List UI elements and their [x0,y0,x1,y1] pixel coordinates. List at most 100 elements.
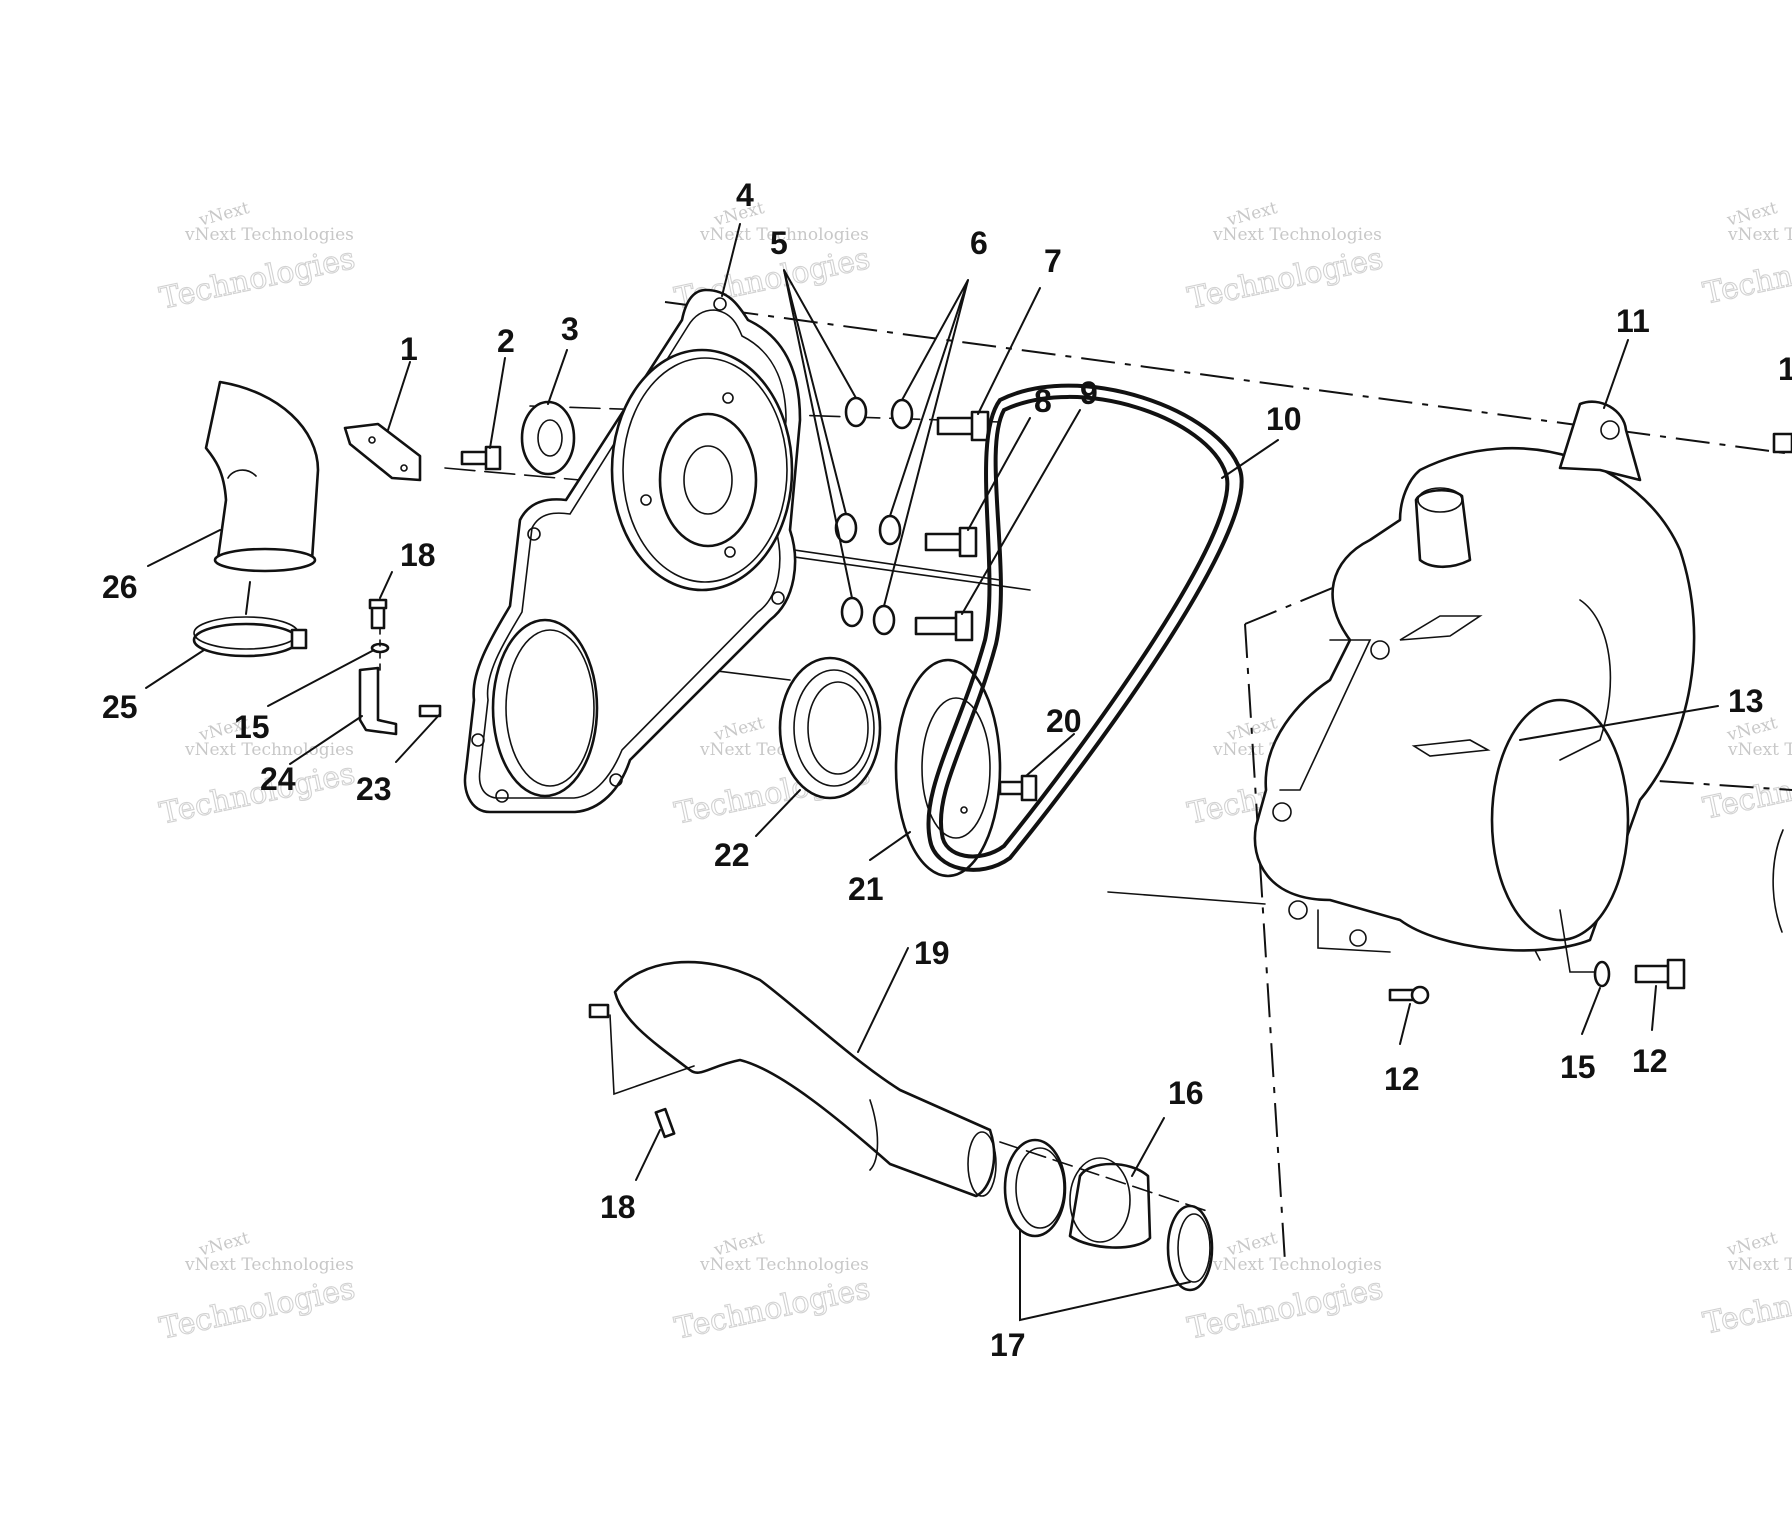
watermark-line3: Technologies [672,1271,873,1347]
watermark-line3: Technologies [157,241,358,317]
screw-12-left-head [1410,985,1430,1005]
leader-3 [547,349,568,405]
leader-7 [977,287,1041,415]
leader-15-left [267,649,375,707]
callout-16: 16 [1168,1075,1204,1111]
watermark-line3: Technologies [157,756,358,832]
leader-25b [245,581,251,615]
leader-6b [883,279,969,607]
leader-24 [289,715,363,765]
watermark-top-left: vNext vNext Technologies Technologies [156,198,359,317]
part-left-hardware [358,598,442,736]
seal-lip [793,669,875,787]
spacer-inner [537,419,563,457]
leader-23 [395,713,441,763]
inner-cover-bolt-hole [609,773,623,787]
inner-cover-hub-bore [683,445,733,515]
centerline-vertical [1244,623,1286,1263]
clamp-guide [999,1141,1211,1213]
lower-duct-body [613,960,996,1198]
watermark-line2: vNext Technologies [1212,1255,1382,1275]
leader-17 [1019,1229,1191,1322]
callout-17: 17 [990,1327,1026,1363]
watermark-line2: vNext Technologies [1212,225,1382,245]
inner-cover-bolt-hole [471,733,485,747]
inner-cover-bolt-hole [713,297,727,311]
leader-19 [857,947,909,1053]
watermark-edge-right-mid: vNext vNext Technologies Technologies [1700,713,1792,827]
outer-cover-bolt-hole [1370,640,1390,660]
leader-21 [869,831,911,861]
washer-15-right [1593,960,1611,988]
callout-18-lower: 18 [600,1189,636,1225]
callout-5: 5 [770,225,788,261]
outer-cover-bolt-hole [1288,900,1308,920]
callout-24: 24 [260,761,296,797]
callout-15-right: 15 [1560,1049,1596,1085]
part-spacer-3 [520,400,576,476]
screw-18-upper-head [368,598,388,610]
seal-outer [778,656,882,800]
washer-6-upper [890,398,914,430]
bracket-body [343,422,422,482]
inner-cover-lower-opening-rim [505,629,595,787]
inner-cover-lower-opening [491,618,599,798]
watermark-line3: Technologies [1185,241,1386,317]
watermark-line3: Technologies [157,1271,358,1347]
washer-5-lower [840,596,864,628]
watermark-line2: vNext Technologies [699,1255,869,1275]
inner-cover-bolt-hole [724,546,736,558]
watermark-bottom-center: vNext vNext Technologies Technologies [671,1228,874,1347]
lower-duct-outlet [967,1131,997,1197]
callout-10: 10 [1266,401,1302,437]
callout-13: 13 [1728,683,1764,719]
leader-15-right [1581,987,1601,1035]
leader-16 [1131,1117,1165,1177]
coupler-16-opening [1069,1157,1131,1243]
watermark-line2: vNext Technologies [184,1255,354,1275]
washer-5-upper [844,396,868,428]
callout-22: 22 [714,837,750,873]
part-intake-elbow [204,380,320,573]
intake-elbow-body [204,380,320,568]
part-outer-cover [1253,400,1784,973]
part-bracket [343,422,422,482]
watermark-line3: Technologies [1185,1271,1386,1347]
leader-22 [755,789,801,837]
part-bolts [914,410,990,642]
leader-11 [1603,339,1629,409]
outer-cover-frame-right [1559,599,1612,761]
callout-2: 2 [497,323,515,359]
inner-cover-bolt-hole [527,527,541,541]
lower-duct-tab [588,1003,610,1019]
part-lower-clamps [999,1138,1214,1292]
callout-11-edge: 1 [1778,351,1792,387]
outer-cover-vent-slot [1399,615,1483,641]
leader-13 [1519,705,1719,741]
leader-12-left [1399,1003,1411,1045]
leader-5b [783,269,853,599]
watermark-line2: vNext Technologies [1727,740,1792,760]
clamp-17-right [1166,1204,1214,1292]
inner-cover-bolt-hole [722,392,734,404]
inner-cover-bolt-hole [640,494,652,506]
hose-clamp-screw [290,628,308,650]
part-screw-2 [460,445,502,471]
bolt-12-right-shank [1634,964,1674,984]
bolt-edge-right [1772,432,1792,454]
screw-23 [418,704,442,718]
bracket-hole [400,464,408,472]
outer-cover-bracket-line-right [1559,909,1601,973]
outer-cover-vent-tube [1414,488,1472,569]
outer-cover-clutch-dome [1490,698,1630,942]
callout-7: 7 [1044,243,1062,279]
callout-20: 20 [1046,703,1082,739]
bolt-8-shank [924,532,966,552]
watermark-line3: Technologies [1700,236,1792,312]
watermark-line2: vNext Technologies [184,225,354,245]
lower-duct-sleeve [869,1099,879,1171]
clamp-17-right-inner [1177,1213,1211,1283]
centerline-right [1539,772,1792,791]
belt-outer [926,383,1244,872]
callout-4: 4 [736,177,754,213]
